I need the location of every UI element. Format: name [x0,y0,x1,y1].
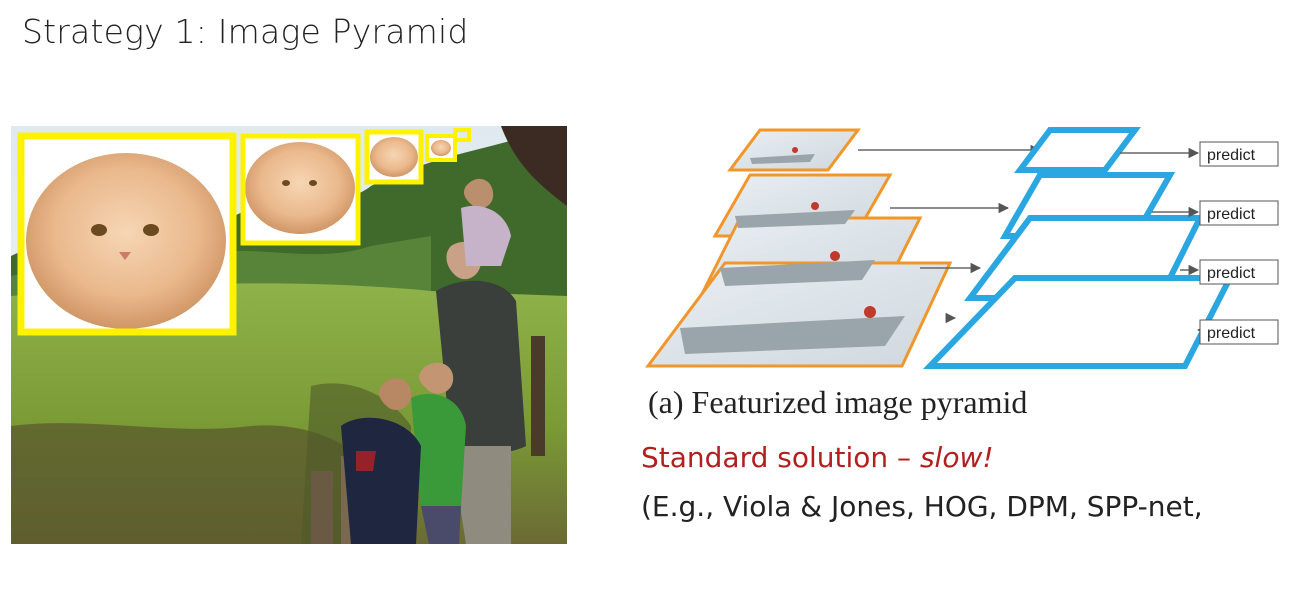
input-image-levels [645,128,953,368]
standard-label: Standard solution – [641,441,920,474]
example-photo [11,126,567,544]
feature-map-levels [922,127,1235,369]
slow-label: slow! [919,441,994,474]
predict-label: predict [1207,325,1256,342]
predict-label: predict [1207,206,1256,223]
predict-box-4: predict [1199,319,1279,345]
figure-caption: (a) Featurized image pyramid [648,384,1028,420]
featurized-pyramid-diagram: predict predict predict predict [640,118,1300,380]
predict-box-2: predict [1199,200,1279,226]
slide-title: Strategy 1: Image Pyramid [22,12,469,51]
predict-label: predict [1207,147,1256,164]
predict-label: predict [1207,265,1256,282]
examples-text: (E.g., Viola & Jones, HOG, DPM, SPP-net, [641,490,1203,523]
standard-solution-text: Standard solution – slow! [641,441,994,474]
predict-box-1: predict [1199,141,1279,167]
predict-box-3: predict [1199,259,1279,285]
